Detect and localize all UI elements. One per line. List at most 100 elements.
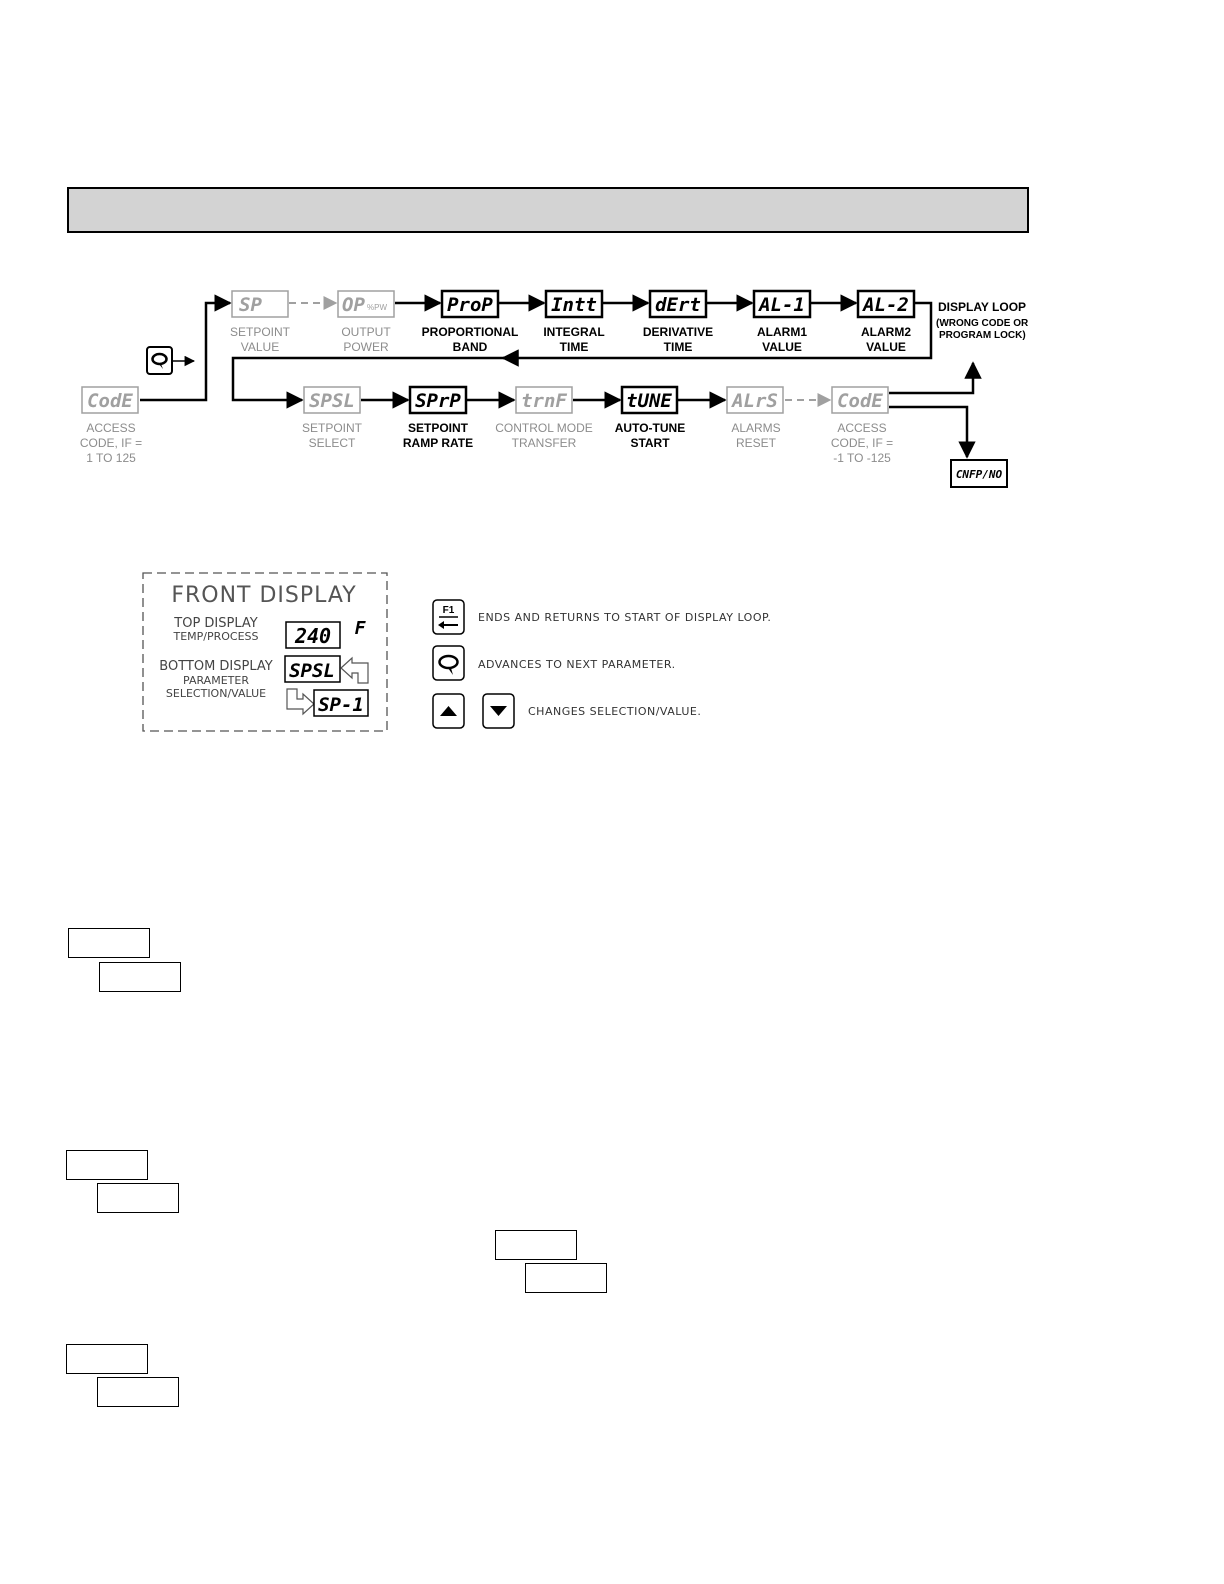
svg-text:-1 TO -125: -1 TO -125 [833, 451, 891, 465]
top-display-value: 240 [294, 624, 331, 648]
param-box-intt: Intt INTEGRAL TIME [543, 289, 605, 354]
svg-text:BOTTOM DISPLAY: BOTTOM DISPLAY [159, 659, 273, 674]
parameter-flow-diagram: SP SETPOINT VALUE OP %PW OUTPUT POWER Pr… [80, 289, 1029, 732]
front-display-panel: FRONT DISPLAY TOP DISPLAY TEMP/PROCESS 2… [142, 572, 388, 732]
svg-text:CODE, IF =: CODE, IF = [80, 436, 142, 450]
param-display-tune: tUNE [626, 390, 672, 412]
svg-text:TIME: TIME [560, 340, 589, 354]
svg-text:START: START [630, 436, 670, 450]
svg-text:SETPOINT: SETPOINT [230, 325, 291, 339]
front-display-title: FRONT DISPLAY [171, 583, 356, 608]
svg-text:ALARMS: ALARMS [731, 421, 780, 435]
up-key-icon [432, 693, 465, 729]
param-box-code-end: CodE ACCESS CODE, IF = -1 TO -125 [831, 386, 893, 465]
advance-key-icon [432, 645, 465, 681]
empty-box [99, 962, 181, 992]
svg-text:RAMP RATE: RAMP RATE [403, 436, 473, 450]
f1-description: ENDS AND RETURNS TO START OF DISPLAY LOO… [478, 611, 771, 624]
top-display-box [285, 621, 341, 649]
param-box-dert: dErt DERIVATIVE TIME [643, 289, 713, 354]
param-display-trnf: trnF [521, 390, 567, 412]
empty-box [66, 1344, 148, 1374]
param-box-prop: ProP PROPORTIONAL BAND [422, 289, 519, 354]
param-box-spsl: SPSL SETPOINT SELECT [302, 386, 363, 450]
svg-text:CNFP/NO: CNFP/NO [956, 468, 1003, 481]
svg-text:INTEGRAL: INTEGRAL [543, 325, 604, 339]
svg-text:TEMP/PROCESS: TEMP/PROCESS [172, 630, 258, 643]
svg-text:CODE, IF =: CODE, IF = [831, 436, 893, 450]
param-display-dert: dErt [655, 294, 701, 316]
svg-text:ALARM1: ALARM1 [757, 325, 807, 339]
param-display-code-end: CodE [837, 390, 883, 412]
svg-text:BAND: BAND [453, 340, 488, 354]
param-box-al2: AL-2 ALARM2 VALUE [856, 289, 916, 354]
svg-text:F1: F1 [443, 605, 455, 616]
param-display-code-start: CodE [87, 390, 133, 412]
bottom-param-box [284, 655, 341, 683]
svg-text:ALARM2: ALARM2 [861, 325, 911, 339]
svg-text:OUTPUT: OUTPUT [341, 325, 391, 339]
svg-text:CONTROL MODE: CONTROL MODE [495, 421, 593, 435]
svg-text:SELECTION/VALUE: SELECTION/VALUE [166, 687, 266, 700]
param-display-op: OP [342, 294, 365, 316]
param-box-tune: tUNE AUTO-TUNE START [615, 385, 685, 450]
svg-text:SETPOINT: SETPOINT [408, 421, 469, 435]
cnfp-no-box: CNFP/NO [950, 459, 1008, 488]
empty-box [525, 1263, 607, 1293]
svg-text:PROGRAM LOCK): PROGRAM LOCK) [939, 330, 1026, 341]
display-loop-note: DISPLAY LOOP (WRONG CODE OR PROGRAM LOCK… [936, 300, 1029, 341]
svg-text:PARAMETER: PARAMETER [183, 674, 249, 687]
svg-text:ACCESS: ACCESS [837, 421, 886, 435]
svg-text:(WRONG CODE OR: (WRONG CODE OR [936, 318, 1029, 329]
svg-text:DISPLAY LOOP: DISPLAY LOOP [938, 300, 1026, 314]
svg-text:VALUE: VALUE [762, 340, 802, 354]
svg-text:DERIVATIVE: DERIVATIVE [643, 325, 713, 339]
param-display-intt: Intt [551, 294, 597, 316]
svg-text:SETPOINT: SETPOINT [302, 421, 363, 435]
svg-text:1 TO 125: 1 TO 125 [86, 451, 136, 465]
row1-connectors [231, 294, 933, 409]
param-display-alrs: ALrS [730, 390, 778, 412]
bottom-value-box [313, 689, 369, 717]
unit-label: F [355, 618, 367, 639]
param-display-spsl: SPSL [309, 390, 355, 412]
bottom-value: SP-1 [318, 694, 364, 716]
bent-arrow-icon [340, 656, 369, 684]
svg-text:TIME: TIME [664, 340, 693, 354]
row2-connectors [361, 361, 982, 459]
empty-box [495, 1230, 577, 1260]
bent-arrow-icon [286, 688, 315, 716]
svg-text:PROPORTIONAL: PROPORTIONAL [422, 325, 519, 339]
svg-text:POWER: POWER [343, 340, 389, 354]
updown-description: CHANGES SELECTION/VALUE. [528, 705, 701, 718]
param-box-sp: SP SETPOINT VALUE [230, 290, 291, 354]
svg-text:TRANSFER: TRANSFER [512, 436, 577, 450]
svg-text:ACCESS: ACCESS [86, 421, 135, 435]
param-box-op: OP %PW OUTPUT POWER [337, 290, 395, 354]
param-display-al1: AL-1 [757, 294, 805, 316]
svg-text:%PW: %PW [367, 303, 387, 312]
f1-key-icon: F1 [432, 599, 465, 635]
svg-text:TOP DISPLAY: TOP DISPLAY [173, 616, 258, 631]
start-connector [140, 294, 232, 402]
svg-text:VALUE: VALUE [866, 340, 906, 354]
param-box-sprp: SPrP SETPOINT RAMP RATE [403, 385, 473, 450]
param-box-trnf: trnF CONTROL MODE TRANSFER [495, 386, 593, 450]
param-box-al1: AL-1 ALARM1 VALUE [752, 289, 812, 354]
svg-text:SELECT: SELECT [309, 436, 356, 450]
empty-box [97, 1377, 179, 1407]
param-box-code-start: CodE ACCESS CODE, IF = 1 TO 125 [80, 386, 142, 465]
param-display-sprp: SPrP [415, 390, 461, 412]
svg-text:VALUE: VALUE [241, 340, 279, 354]
header-bar [67, 187, 1029, 233]
param-display-al2: AL-2 [861, 294, 909, 316]
svg-text:RESET: RESET [736, 436, 777, 450]
svg-text:AUTO-TUNE: AUTO-TUNE [615, 421, 685, 435]
param-display-prop: ProP [447, 294, 493, 316]
empty-box [97, 1183, 179, 1213]
empty-box [68, 928, 150, 958]
empty-box [66, 1150, 148, 1180]
legend: F1 ENDS AND RETURNS TO START OF DISPLAY … [432, 599, 771, 729]
bottom-param-value: SPSL [289, 660, 335, 682]
down-key-icon [482, 693, 515, 729]
